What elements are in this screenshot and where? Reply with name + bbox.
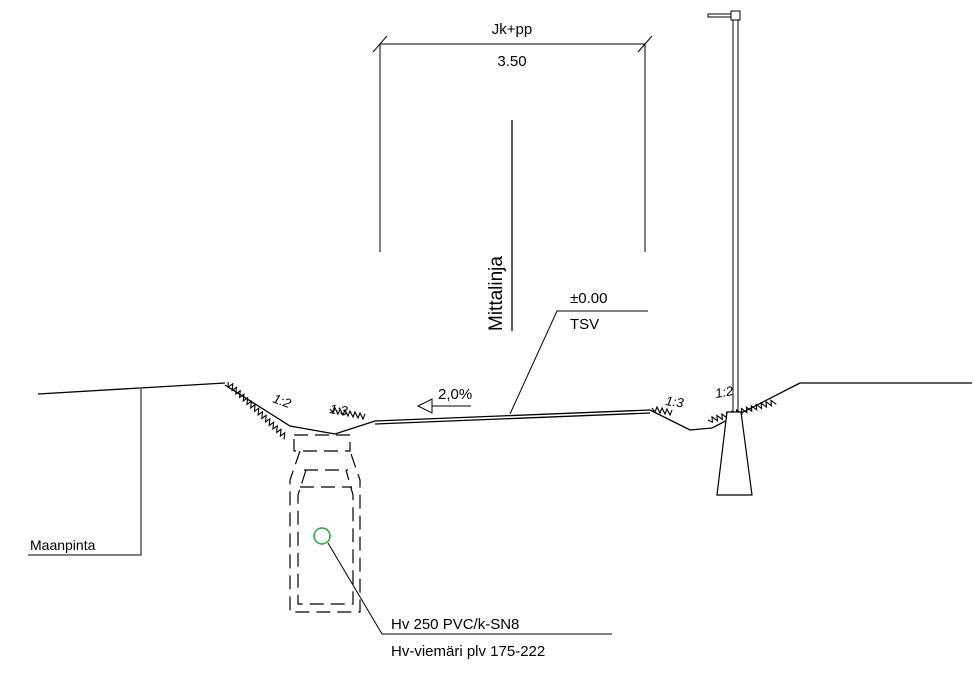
left-ditch [224, 384, 376, 435]
pole-foundation [716, 411, 753, 496]
elevation-reference: TSV [570, 316, 599, 333]
light-pole [707, 10, 753, 496]
dimension-label: Jk+pp [492, 21, 532, 38]
ground-line-left [37, 382, 226, 395]
trench-inner [297, 469, 354, 605]
pipe-spec: Hv 250 PVC/k-SN8 [391, 616, 519, 633]
grass-right-inner [651, 405, 673, 417]
slope-arrow-head [416, 398, 433, 414]
slope-label-left-inner: 1:3 [329, 401, 350, 418]
pavement-bottom [374, 412, 651, 425]
dimension-tick-left [372, 35, 388, 53]
dimension-tick-right [637, 35, 653, 53]
ground: Maanpinta [28, 382, 972, 556]
grass-left-inner [329, 406, 366, 421]
elevation-value: ±0.00 [570, 290, 607, 307]
slope-label-right-outer: 1:2 [714, 383, 735, 401]
grass-left-outer [227, 381, 286, 440]
width-dimension: Jk+pp 3.50 [372, 21, 653, 252]
trench-top [293, 434, 351, 452]
pipe-leader [327, 542, 612, 635]
grass-right-outer [707, 399, 777, 424]
slope-value: 2,0% [438, 386, 472, 403]
ground-label: Maanpinta [30, 537, 96, 553]
pipe-circle [313, 527, 331, 545]
sewer-pipe: Hv 250 PVC/k-SN8 Hv-viemäri plv 175-222 [313, 527, 612, 660]
slope-label-right-inner: 1:3 [665, 393, 686, 410]
cross-slope-indicator: 2,0% [416, 386, 472, 414]
elevation-callout: ±0.00 TSV [509, 290, 648, 415]
road-profile: 1:2 1:3 1:3 1:2 [224, 381, 801, 440]
pipe-description: Hv-viemäri plv 175-222 [391, 643, 545, 660]
centerline-label: Mittalinja [486, 256, 507, 331]
elevation-leader [509, 310, 648, 415]
utility-trench [289, 434, 361, 613]
pole-arm [707, 13, 734, 18]
trench-outer [289, 450, 361, 613]
pavement-top [374, 409, 651, 422]
centerline: Mittalinja [486, 120, 513, 331]
pole-head [730, 10, 741, 21]
slope-label-left-outer: 1:2 [271, 391, 294, 412]
ground-leader [28, 389, 142, 556]
dimension-value: 3.50 [497, 53, 526, 70]
